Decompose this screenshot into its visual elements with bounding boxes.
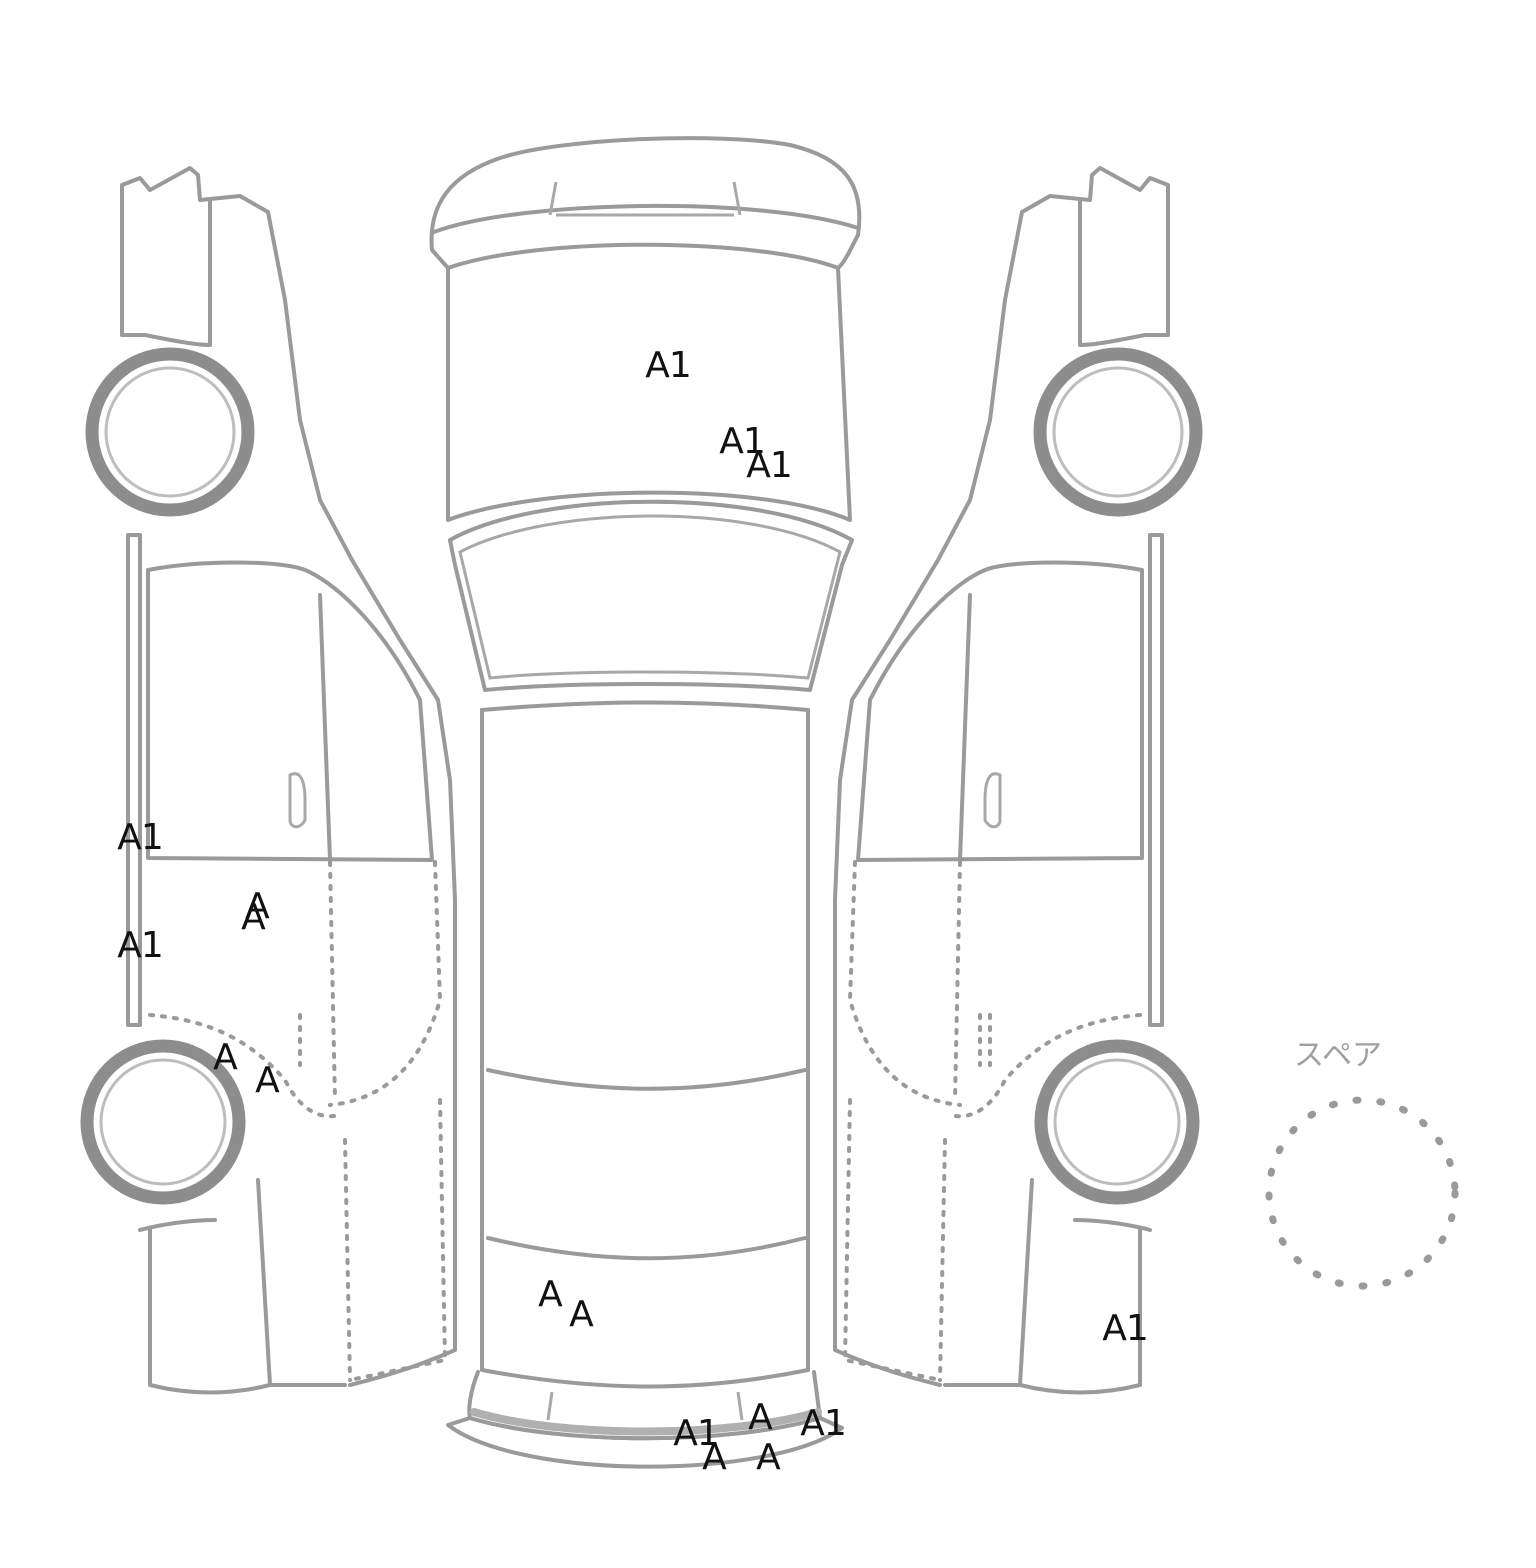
damage-mark: A1 — [1102, 1308, 1149, 1349]
damage-mark: A — [748, 1397, 773, 1438]
damage-mark: A1 — [117, 817, 164, 858]
car-top-view — [429, 136, 862, 1469]
left-rear-tire — [80, 1039, 246, 1205]
damage-mark: A — [213, 1037, 238, 1078]
spare-tire-label: スペア — [1294, 1038, 1382, 1073]
damage-mark: A1 — [117, 925, 164, 966]
damage-mark: A — [241, 897, 266, 938]
damage-mark: A1 — [673, 1413, 720, 1454]
car-right-side-view — [833, 166, 1170, 1395]
damage-mark: A — [255, 1060, 280, 1101]
right-front-tire — [1033, 347, 1203, 517]
damage-mark: A1 — [719, 421, 766, 462]
damage-mark: A1 — [645, 345, 692, 386]
right-rear-tire — [1034, 1039, 1200, 1205]
damage-mark: A — [702, 1437, 727, 1478]
spare-tire-outline — [1265, 1096, 1459, 1290]
damage-mark: A — [569, 1294, 594, 1335]
damage-mark: A — [245, 886, 270, 927]
damage-mark: A — [538, 1274, 563, 1315]
car-left-side-view — [120, 166, 457, 1395]
damage-mark: A1 — [800, 1403, 847, 1444]
damage-mark: A1 — [746, 445, 793, 486]
left-front-tire — [85, 347, 255, 517]
damage-mark: A — [756, 1437, 781, 1478]
